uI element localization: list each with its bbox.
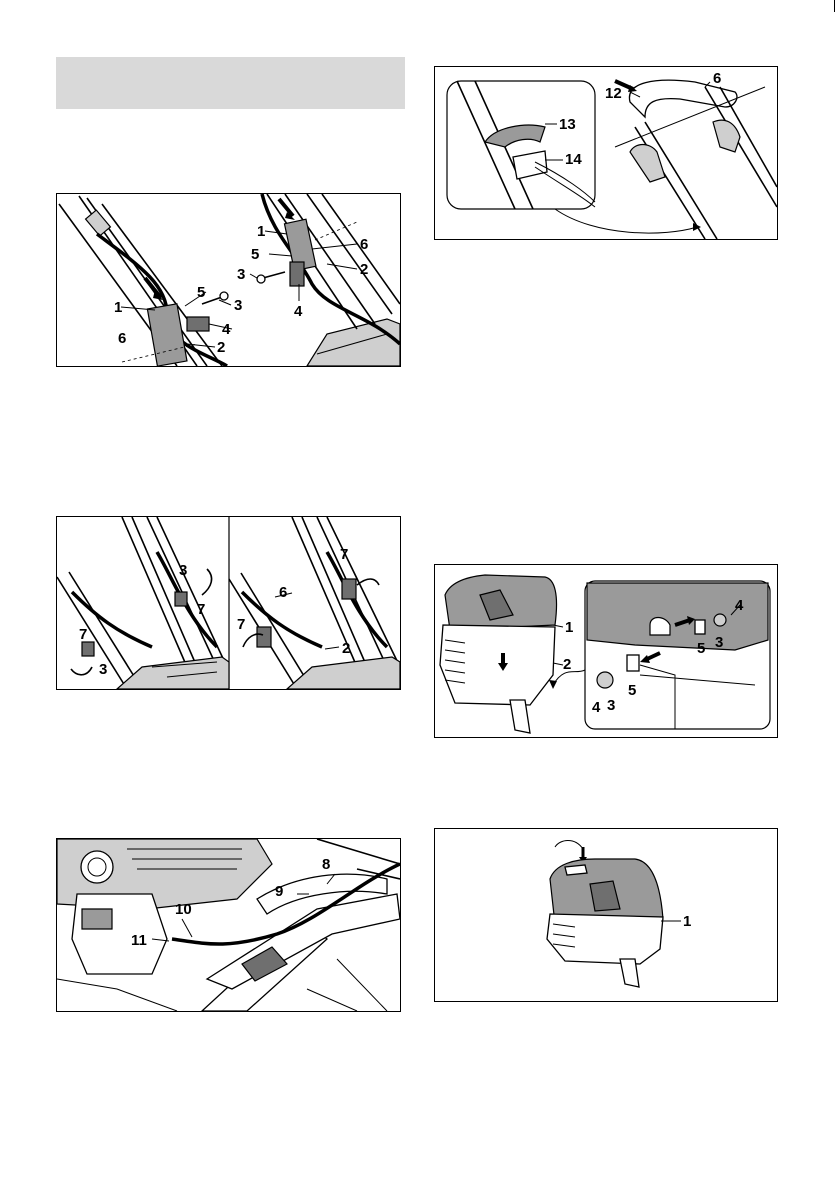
label: 2 <box>563 656 571 673</box>
label: 2 <box>360 261 368 278</box>
label: 6 <box>279 584 287 601</box>
label: 3 <box>179 562 187 579</box>
label: 1 <box>257 223 265 240</box>
figure-control-bar: 13 14 12 6 <box>434 66 778 240</box>
nut-left <box>187 317 209 331</box>
figure-handle-clip-mount: 1 2 3 4 5 6 1 2 3 4 5 6 <box>56 193 401 367</box>
label: 2 <box>217 339 225 356</box>
label: 4 <box>735 597 744 614</box>
pin-5-left <box>627 655 639 671</box>
label: 6 <box>118 330 126 347</box>
figure-handle-wing-nuts-drawing: 3 7 7 3 6 7 7 2 <box>57 517 400 689</box>
label: 13 <box>559 116 576 133</box>
figure-catcher-attach: 1 <box>434 828 778 1002</box>
figure-handle-wing-nuts: 3 7 7 3 6 7 7 2 <box>56 516 401 690</box>
clip-left <box>147 304 187 366</box>
label: 7 <box>340 546 348 563</box>
section-heading-bar <box>56 57 405 109</box>
wing-nut-left-b <box>175 592 187 606</box>
label: 3 <box>234 297 242 314</box>
figure-cable-routing: 8 9 10 11 <box>56 838 401 1012</box>
figure-catcher-attach-drawing: 1 <box>435 829 777 1001</box>
label: 5 <box>628 682 636 699</box>
label: 7 <box>197 601 205 618</box>
label: 12 <box>605 85 622 102</box>
label: 5 <box>197 284 205 301</box>
wing-nut-right-a <box>257 627 271 647</box>
detail-inset <box>447 81 595 209</box>
label: 3 <box>715 634 723 651</box>
label: 4 <box>222 321 231 338</box>
tube-joint-left <box>86 210 111 236</box>
nut-right <box>290 262 304 286</box>
label: 1 <box>565 619 573 636</box>
figure-handle-clip-mount-drawing: 1 2 3 4 5 6 1 2 3 4 5 6 <box>57 194 400 366</box>
label: 14 <box>565 151 582 168</box>
label: 6 <box>713 70 721 87</box>
label: 1 <box>114 299 122 316</box>
figure-catcher-hinge-drawing: 1 2 4 3 5 5 3 4 <box>435 565 777 737</box>
pin-5-right <box>695 620 705 634</box>
wing-nut-right-b <box>342 579 356 599</box>
engine-cap <box>81 851 113 883</box>
figure-control-bar-drawing: 13 14 12 6 <box>435 67 777 239</box>
label: 7 <box>79 626 87 643</box>
label: 3 <box>237 266 245 283</box>
wing-nut-left-a <box>82 642 94 656</box>
label: 2 <box>342 640 350 657</box>
label: 6 <box>360 236 368 253</box>
label: 11 <box>131 932 147 949</box>
label: 1 <box>683 913 691 930</box>
label: 3 <box>607 697 615 714</box>
label: 10 <box>175 901 192 918</box>
crop-mark <box>822 0 835 12</box>
label: 8 <box>322 856 330 873</box>
figure-catcher-hinge: 1 2 4 3 5 5 3 4 <box>434 564 778 738</box>
label: 7 <box>237 616 245 633</box>
label: 4 <box>592 699 601 716</box>
label: 9 <box>275 883 283 900</box>
label: 3 <box>99 661 107 678</box>
label: 5 <box>697 640 705 657</box>
label: 4 <box>294 303 303 320</box>
figure-cable-routing-drawing: 8 9 10 11 <box>57 839 400 1011</box>
label: 5 <box>251 246 259 263</box>
